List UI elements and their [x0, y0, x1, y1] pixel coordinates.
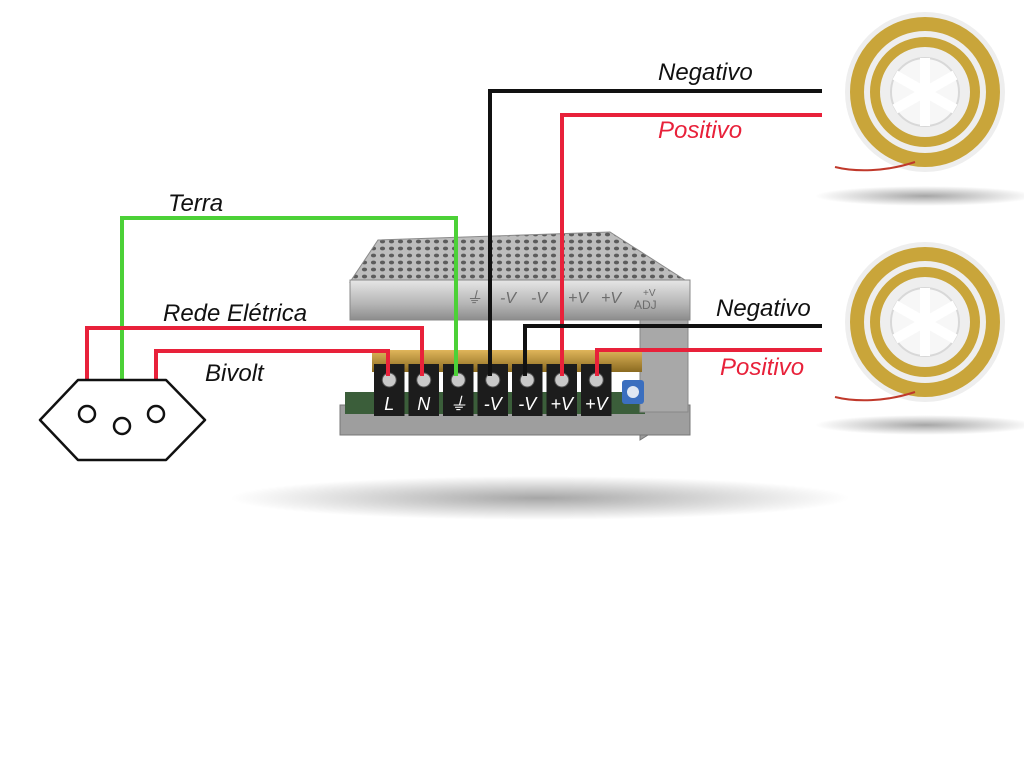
terminal-label-l: L [384, 394, 394, 414]
outlet-hole-center [112, 416, 132, 436]
psu-front-panel [349, 279, 691, 321]
led-shadow-2 [815, 415, 1024, 435]
led-shadow-1 [815, 186, 1024, 206]
adj-potentiometer-knob [627, 386, 639, 398]
reel-2-spokes [892, 288, 958, 356]
panel-text-minus-a: -V [500, 290, 517, 307]
positive-wire-1 [560, 113, 822, 376]
power-supply: ⏚ -V -V +V +V +V ADJ [339, 231, 691, 441]
terminal-label-plus-1: +V [550, 394, 575, 414]
label-positivo-1: Positivo [658, 117, 742, 144]
reel-1-strip-outer [850, 17, 1000, 167]
reel-1-spokes [892, 58, 958, 126]
terminal-screw-minus-2 [519, 372, 535, 388]
positive-wire-2 [595, 348, 822, 376]
terminal-label-minus-2: -V [518, 394, 538, 414]
panel-text-minus-b: -V [531, 290, 548, 307]
panel-text-plus-a: +V [568, 290, 589, 307]
terminal-label-minus-1: -V [484, 394, 504, 414]
panel-text-plus-b: +V [601, 290, 622, 307]
panel-text-adj-top: +V [643, 288, 656, 299]
negative-wire-1 [488, 89, 822, 376]
psu-shadow [230, 476, 850, 520]
psu-inner-side [639, 319, 689, 413]
wall-outlet [38, 378, 207, 462]
terminal-screw-ground [450, 372, 466, 388]
reel-2-strip-outer [850, 247, 1000, 397]
label-terra: Terra [168, 190, 223, 217]
negative-wire-2 [523, 324, 822, 376]
terminal-label-ground: ⏚ [449, 394, 467, 414]
terminal-block: L N ⏚ -V -V +V +V [374, 364, 612, 416]
reel-2-strip-inner [870, 267, 980, 377]
label-bivolt: Bivolt [205, 360, 265, 387]
terminal-label-plus-2: +V [585, 394, 610, 414]
outlet-hole-left [77, 404, 97, 424]
led-reel-2 [834, 242, 1005, 402]
reel-1-wire-tail [834, 161, 916, 172]
phase-wire-l [85, 326, 424, 408]
panel-text-adj: ADJ [634, 298, 657, 312]
reel-1-strip-inner [870, 37, 980, 147]
wires [85, 89, 822, 414]
terminal-label-n: N [417, 394, 431, 414]
panel-ground-symbol: ⏚ [466, 290, 482, 307]
label-negativo-2: Negativo [716, 295, 811, 322]
ground-wire [120, 216, 458, 414]
label-negativo-1: Negativo [658, 59, 753, 86]
led-reel-1 [834, 12, 1005, 172]
outlet-hole-right [146, 404, 166, 424]
terminal-screw-minus-1 [485, 372, 501, 388]
reel-2-wire-tail [834, 391, 916, 402]
label-rede-eletrica: Rede Elétrica [163, 300, 307, 327]
label-positivo-2: Positivo [720, 354, 804, 381]
psu-top-grille [349, 231, 690, 283]
